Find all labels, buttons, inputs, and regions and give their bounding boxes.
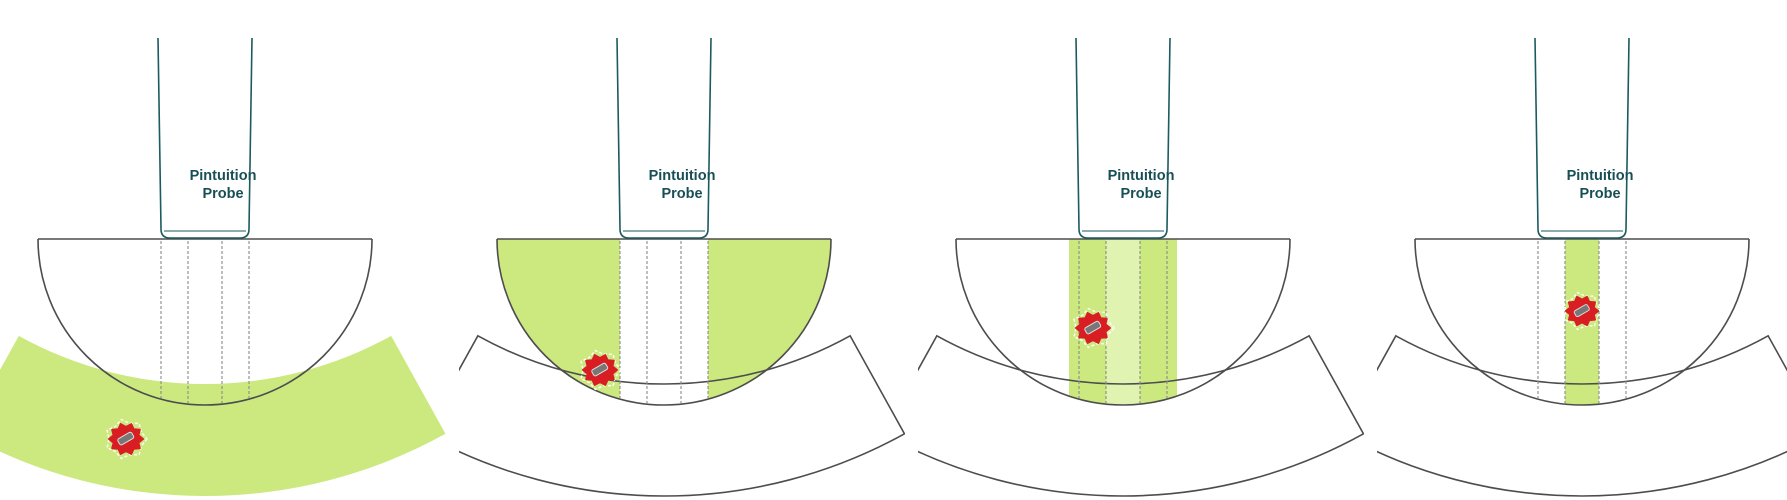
column-group	[1565, 239, 1599, 405]
probe-body	[1075, 37, 1171, 239]
bowl-outline	[955, 238, 1291, 406]
panel-graphic	[918, 37, 1364, 497]
panel-1: Pintuition Probe	[0, 0, 446, 500]
panel-3: Pintuition Probe	[918, 0, 1364, 500]
target-lesion	[1073, 307, 1115, 349]
seed-marker	[591, 362, 609, 377]
probe-label: Pintuition Probe	[918, 167, 1364, 203]
probe-label: Pintuition Probe	[1377, 167, 1787, 203]
probe-shadow-column	[620, 239, 708, 419]
probe-label-line-2: Probe	[1120, 186, 1162, 202]
probe-label-line-1: Pintuition	[648, 168, 716, 184]
probe-label-line-1: Pintuition	[189, 168, 257, 184]
probe-body	[616, 37, 712, 239]
outer-ring-outline	[459, 334, 905, 497]
lesion-margin	[106, 418, 148, 460]
target-lesion	[580, 349, 622, 391]
panel-graphic	[0, 37, 446, 496]
lesion-margin	[1563, 291, 1603, 331]
panel-3-drawing	[918, 37, 1364, 497]
probe-label-line-2: Probe	[1579, 186, 1621, 202]
panel-4: Pintuition Probe	[1377, 0, 1787, 500]
panel-4-drawing	[1377, 37, 1787, 497]
probe-label-line-1: Pintuition	[1566, 168, 1634, 184]
panel-1-drawing	[0, 37, 446, 496]
target-lesion	[1563, 291, 1603, 331]
lesion-margin	[580, 349, 622, 391]
probe-label: Pintuition Probe	[0, 167, 446, 203]
bowl-outline	[496, 238, 832, 406]
bowl-outline	[37, 238, 373, 406]
bowl-outline	[1414, 238, 1750, 406]
outer-ring-outline	[1377, 334, 1787, 497]
panel-2-drawing	[459, 37, 905, 497]
probe-label: Pintuition Probe	[459, 167, 905, 203]
outer-ring-outline	[918, 334, 1364, 497]
panel-graphic	[1377, 37, 1787, 497]
target-lesion	[106, 418, 148, 460]
seed-marker	[1573, 304, 1590, 318]
detection-zone-narrow	[1565, 239, 1599, 405]
lesion-margin	[1073, 307, 1115, 349]
detection-zone-core	[1106, 239, 1140, 405]
panel-graphic	[459, 37, 905, 497]
seed-marker	[117, 431, 135, 446]
seed-marker	[1084, 320, 1102, 335]
probe-label-line-1: Pintuition	[1107, 168, 1175, 184]
detection-zone-outer	[0, 335, 446, 496]
probe-label-line-2: Probe	[661, 186, 703, 202]
panel-2: Pintuition Probe	[459, 0, 905, 500]
probe-label-line-2: Probe	[202, 186, 244, 202]
probe-body	[1534, 37, 1630, 239]
probe-body	[157, 37, 253, 239]
